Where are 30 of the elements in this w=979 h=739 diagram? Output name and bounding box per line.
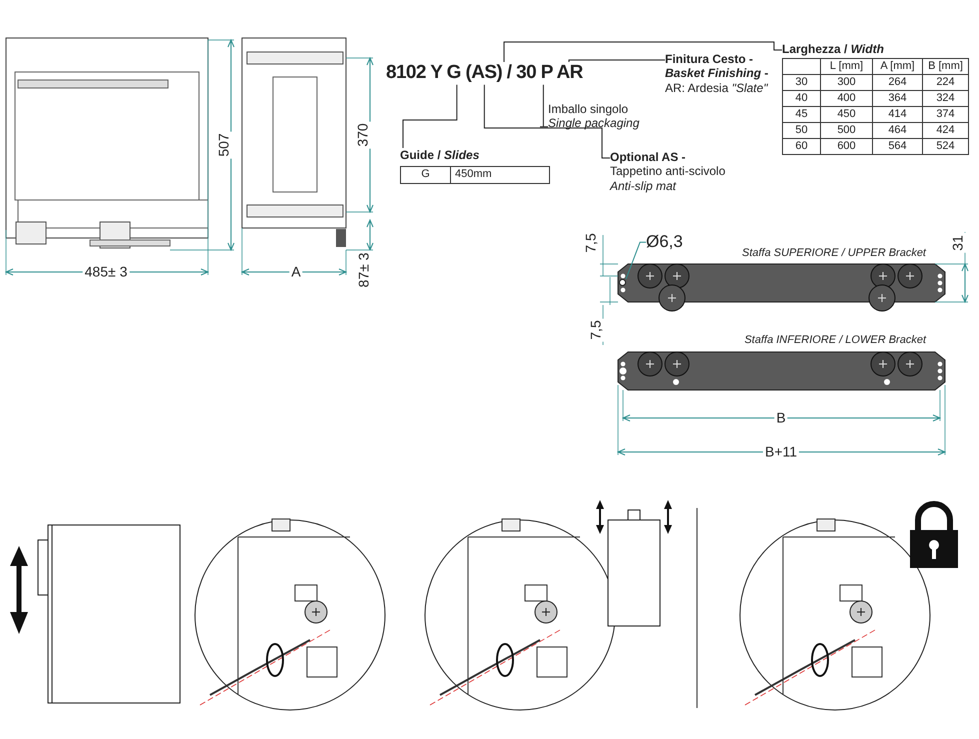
dimension-text: Ø6,3	[646, 232, 683, 252]
dimension-text: 31	[950, 233, 966, 253]
leader-line	[504, 42, 782, 62]
dimension-text: 507	[216, 131, 232, 159]
note-text: AR: Ardesia "Slate"	[665, 80, 769, 96]
table-cell: 564	[872, 138, 923, 155]
table-cell: 60	[782, 138, 821, 155]
table-cell: G	[400, 166, 451, 184]
note-text: Tappetino anti-scivolo Anti-slip mat	[610, 164, 726, 194]
table-cell: 600	[820, 138, 873, 155]
note-text: Imballo singolo Single packaging	[548, 102, 648, 131]
part-caption: Staffa INFERIORE / LOWER Bracket	[744, 334, 926, 348]
dimension-text: 7,5	[582, 231, 600, 255]
leader-line	[484, 84, 610, 158]
leader-line	[540, 84, 548, 128]
column-header: B [mm]	[922, 58, 969, 75]
product-code: 8102 Y G (AS) / 30 P AR	[386, 62, 583, 85]
leader-line	[402, 84, 458, 148]
table-cell: 450mm	[450, 166, 550, 184]
part-caption: Staffa SUPERIORE / UPPER Bracket	[742, 247, 926, 260]
note-heading: Finitura Cesto - Basket Finishing -	[665, 52, 770, 81]
table-heading: Larghezza / Width	[782, 42, 884, 56]
table-cell: 524	[922, 138, 969, 155]
leader-line	[568, 60, 666, 62]
leader-line	[626, 242, 646, 280]
dimension-text: 370	[354, 121, 372, 149]
table-heading: Guide / Slides	[400, 148, 480, 162]
dimension-text: 7,5	[588, 318, 604, 342]
dimension-text: 87± 3	[356, 250, 372, 290]
note-heading: Optional AS -	[610, 150, 687, 164]
